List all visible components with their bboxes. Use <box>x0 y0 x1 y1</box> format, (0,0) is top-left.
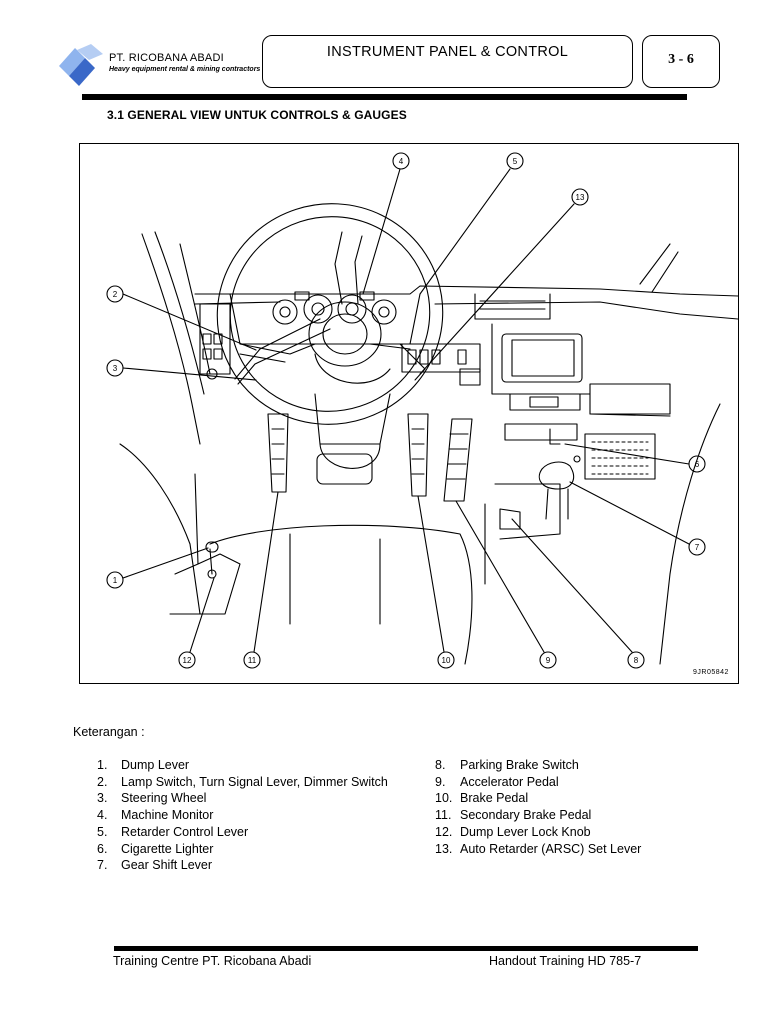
legend-item-label: Lamp Switch, Turn Signal Lever, Dimmer S… <box>121 774 388 789</box>
callout-9 <box>455 500 557 669</box>
legend-item-label: Retarder Control Lever <box>121 824 249 839</box>
page-number: 3 - 6 <box>668 52 694 67</box>
legend-item-number: 2. <box>97 774 108 789</box>
legend-item-label: Dump Lever Lock Knob <box>460 824 591 839</box>
callout-12-label: 12 <box>183 656 192 665</box>
callout-10-label: 10 <box>442 656 451 665</box>
callout-5-label: 5 <box>513 157 518 166</box>
callout-3 <box>106 359 257 381</box>
document-title: INSTRUMENT PANEL & CONTROL <box>326 44 569 60</box>
legend-item-number: 3. <box>97 791 108 806</box>
legend-item-number: 7. <box>97 858 108 873</box>
callout-6-label: 6 <box>695 460 700 469</box>
page-number-box <box>642 35 720 88</box>
title-box <box>262 35 633 88</box>
legend-item: 4. Machine Monitor <box>97 807 388 824</box>
header-rule <box>82 94 687 100</box>
callout-8 <box>511 518 645 669</box>
legend-item-number: 1. <box>97 758 108 772</box>
legend-item-number: 5. <box>97 824 108 839</box>
cab-interior-diagram: 1 2 3 4 5 6 7 8 9 10 11 12 13 <box>106 152 738 669</box>
legend-item-label: Accelerator Pedal <box>460 774 559 789</box>
company-logo <box>59 44 103 86</box>
callout-13-label: 13 <box>576 193 585 202</box>
callout-1-label: 1 <box>113 576 118 585</box>
callout-2-label: 2 <box>113 290 118 299</box>
footer-right-text: Handout Training HD 785-7 <box>489 954 642 968</box>
footer-left-text: Training Centre PT. Ricobana Abadi <box>113 954 312 968</box>
legend-item-number: 6. <box>97 841 108 856</box>
legend-column-left: 1. Dump Lever 2. Lamp Switch, Turn Signal … <box>97 757 388 874</box>
legend-item-number: 11. <box>435 808 452 823</box>
footer-rule <box>114 946 698 951</box>
legend-item-number: 10. <box>435 791 453 806</box>
callout-13 <box>419 188 589 375</box>
legend-item-label: Steering Wheel <box>121 791 207 806</box>
figure-code: 9JR05842 <box>693 669 729 676</box>
callout-2 <box>106 285 257 351</box>
figure-frame <box>79 143 739 684</box>
section-title: 3.1 GENERAL VIEW UNTUK CONTROLS & GAUGES <box>107 108 407 122</box>
callout-11 <box>243 491 279 669</box>
legend-item-number: 13. <box>435 841 453 856</box>
legend-item-label: Parking Brake Switch <box>460 758 579 772</box>
legend-item-label: Cigarette Lighter <box>121 841 214 856</box>
callout-10 <box>417 495 455 669</box>
legend-item: 5. Retarder Control Lever <box>97 824 388 841</box>
company-name: PT. RICOBANA ABADI <box>109 52 224 64</box>
legend-item: 9. Accelerator Pedal <box>435 774 641 791</box>
legend-item: 7. Gear Shift Lever <box>97 857 388 874</box>
legend-item: 6. Cigarette Lighter <box>97 841 388 858</box>
callout-5 <box>419 152 524 295</box>
legend-item: 2. Lamp Switch, Turn Signal Lever, Dimmer… <box>97 774 388 791</box>
legend-item-label: Auto Retarder (ARSC) Set Lever <box>460 841 642 856</box>
callout-1 <box>106 547 209 589</box>
legend-item: 1. Dump Lever <box>97 757 388 774</box>
callout-4 <box>362 152 410 295</box>
callout-4-label: 4 <box>399 157 404 166</box>
legend-item: 10. Brake Pedal <box>435 790 641 807</box>
callout-7-label: 7 <box>695 543 700 552</box>
callout-11-label: 11 <box>248 656 257 665</box>
callout-12 <box>178 577 215 669</box>
legend-item-number: 8. <box>435 758 446 772</box>
legend-item-number: 4. <box>97 808 108 823</box>
legend-item-label: Dump Lever <box>121 758 190 772</box>
legend-item-number: 9. <box>435 774 446 789</box>
legend-item-number: 12. <box>435 824 453 839</box>
legend-item-label: Brake Pedal <box>460 791 529 806</box>
legend-item-label: Machine Monitor <box>121 808 214 823</box>
legend-item-label: Secondary Brake Pedal <box>460 808 592 823</box>
callout-7 <box>569 481 706 556</box>
callout-3-label: 3 <box>113 364 118 373</box>
callout-6 <box>564 443 706 473</box>
legend-item-label: Gear Shift Lever <box>121 858 213 873</box>
legend-item: 12. Dump Lever Lock Knob <box>435 824 641 841</box>
legend-heading: Keterangan : <box>73 725 145 739</box>
legend-item: 13. Auto Retarder (ARSC) Set Lever <box>435 841 641 858</box>
legend-item: 8. Parking Brake Switch <box>435 757 641 774</box>
callout-8-label: 8 <box>634 656 639 665</box>
callout-9-label: 9 <box>546 656 551 665</box>
legend-item: 3. Steering Wheel <box>97 790 388 807</box>
legend-item: 11. Secondary Brake Pedal <box>435 807 641 824</box>
legend-column-right: 8. Parking Brake Switch 9. Accelerator Ped… <box>435 757 641 857</box>
company-tagline: Heavy equipment rental & mining contract… <box>109 66 261 73</box>
